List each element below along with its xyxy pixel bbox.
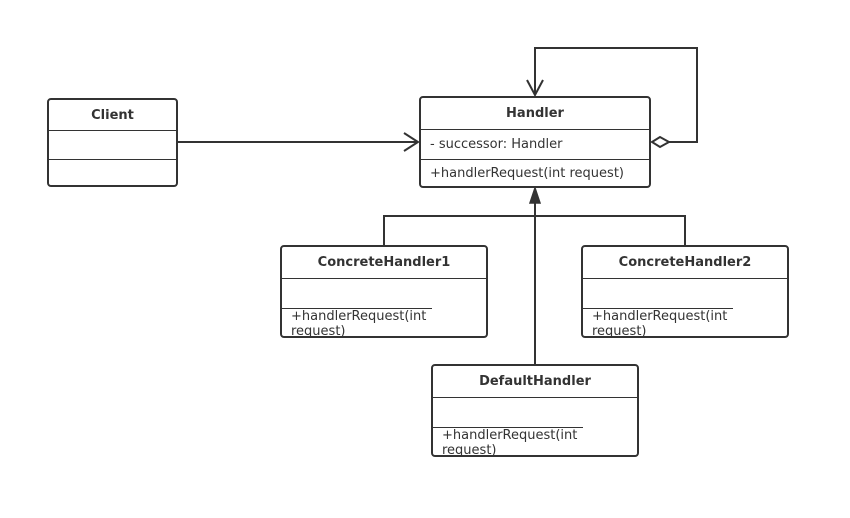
- association-client-handler: [177, 132, 420, 152]
- handler-class[interactable]: Handler - successor: Handler +handlerReq…: [419, 96, 651, 188]
- client-class-attributes: [49, 130, 176, 159]
- concrete-handler-2-class-operations: +handlerRequest(int request): [583, 308, 733, 336]
- concrete-handler-1-class-operations: +handlerRequest(int request): [282, 308, 432, 336]
- concrete-handler-2-class[interactable]: ConcreteHandler2 +handlerRequest(int req…: [581, 245, 789, 338]
- default-handler-class-attributes: [433, 397, 637, 427]
- default-handler-class-name: DefaultHandler: [479, 374, 591, 389]
- concrete-handler-2-class-name: ConcreteHandler2: [618, 255, 752, 270]
- concrete-handler-2-class-attributes: [583, 278, 787, 308]
- client-class-name: Client: [91, 107, 134, 123]
- concrete-handler-1-class-name: ConcreteHandler1: [317, 255, 451, 270]
- client-class[interactable]: Client: [47, 98, 178, 187]
- handler-class-attributes: - successor: Handler: [421, 129, 649, 159]
- default-handler-class-operations: +handlerRequest(int request): [433, 427, 583, 455]
- default-handler-class[interactable]: DefaultHandler +handlerRequest(int reque…: [431, 364, 639, 457]
- handler-class-name: Handler: [506, 106, 564, 121]
- concrete-handler-1-class-attributes: [282, 278, 486, 308]
- client-class-operations: [49, 159, 176, 185]
- handler-class-operations: +handlerRequest(int request): [421, 159, 649, 186]
- concrete-handler-1-class[interactable]: ConcreteHandler1 +handlerRequest(int req…: [280, 245, 488, 338]
